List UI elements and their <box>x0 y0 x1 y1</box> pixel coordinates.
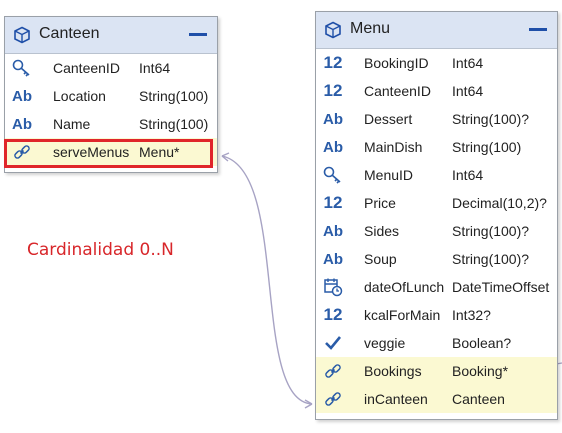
property-type: Int64 <box>139 60 171 76</box>
property-type: Int32? <box>452 307 491 323</box>
property-row[interactable]: Ab Soup String(100)? <box>316 245 557 273</box>
property-type: String(100)? <box>452 111 530 127</box>
text-ab-icon: Ab <box>323 110 343 128</box>
property-type: Int64 <box>452 55 484 71</box>
navigation-row[interactable]: inCanteen Canteen <box>316 385 557 413</box>
property-row[interactable]: Ab Dessert String(100)? <box>316 105 557 133</box>
canteen-header[interactable]: Canteen <box>5 17 217 54</box>
property-name: Price <box>364 195 396 211</box>
property-row[interactable]: Ab Name String(100) <box>5 110 217 138</box>
property-row[interactable]: Ab MainDish String(100) <box>316 133 557 161</box>
property-row[interactable]: 12 Price Decimal(10,2)? <box>316 189 557 217</box>
entity-cube-icon <box>325 21 341 39</box>
property-type: Decimal(10,2)? <box>452 195 547 211</box>
text-ab-icon: Ab <box>323 138 343 156</box>
property-name: Sides <box>364 223 400 239</box>
property-type: String(100) <box>139 88 209 104</box>
collapse-icon[interactable] <box>189 33 207 36</box>
property-type: String(100) <box>139 116 209 132</box>
number-12-icon: 12 <box>323 53 343 72</box>
property-row[interactable]: dateOfLunch DateTimeOffset <box>316 273 557 301</box>
collapse-icon[interactable] <box>529 28 547 31</box>
property-type: Boolean? <box>452 335 512 351</box>
property-name: MenuID <box>364 167 414 183</box>
entity-title: Canteen <box>39 25 100 42</box>
property-row[interactable]: veggie Boolean? <box>316 329 557 357</box>
link-icon <box>322 390 344 408</box>
property-type: Int64 <box>452 83 484 99</box>
property-name: Soup <box>364 251 397 267</box>
key-icon <box>322 166 344 184</box>
property-type: DateTimeOffset <box>452 279 550 295</box>
link-icon <box>11 143 33 161</box>
navigation-row[interactable]: Bookings Booking* <box>316 357 557 385</box>
property-row[interactable]: MenuID Int64 <box>316 161 557 189</box>
navigation-row[interactable]: serveMenus Menu* <box>5 138 217 166</box>
text-ab-icon: Ab <box>323 250 343 268</box>
entity-cube-icon <box>14 26 30 44</box>
property-name: Name <box>53 116 91 132</box>
property-name: Location <box>53 88 106 104</box>
property-type: String(100)? <box>452 251 530 267</box>
text-ab-icon: Ab <box>12 115 32 133</box>
property-type: Int64 <box>452 167 484 183</box>
property-name: CanteenID <box>53 60 120 76</box>
property-row[interactable]: 12 CanteenID Int64 <box>316 77 557 105</box>
property-type: Menu* <box>139 144 180 160</box>
cardinality-annotation: Cardinalidad 0..N <box>27 240 174 260</box>
number-12-icon: 12 <box>323 81 343 100</box>
link-icon <box>322 362 344 380</box>
canteen-entity[interactable]: Canteen CanteenID Int64 Ab Location Stri… <box>4 16 218 173</box>
entity-title: Menu <box>350 20 391 37</box>
property-type: String(100) <box>452 139 522 155</box>
property-row[interactable]: Ab Location String(100) <box>5 82 217 110</box>
property-row[interactable]: 12 BookingID Int64 <box>316 49 557 77</box>
property-name: MainDish <box>364 139 423 155</box>
checkmark-icon <box>322 334 344 352</box>
key-icon <box>11 59 33 77</box>
menu-entity[interactable]: Menu 12 BookingID Int64 12 CanteenID Int… <box>315 11 558 420</box>
property-name: serveMenus <box>53 144 130 160</box>
text-ab-icon: Ab <box>12 87 32 105</box>
property-name: CanteenID <box>364 83 431 99</box>
property-row[interactable]: 12 kcalForMain Int32? <box>316 301 557 329</box>
property-row[interactable]: CanteenID Int64 <box>5 54 217 82</box>
property-name: kcalForMain <box>364 307 441 323</box>
property-name: BookingID <box>364 55 429 71</box>
property-type: Booking* <box>452 363 509 379</box>
property-name: dateOfLunch <box>364 279 445 295</box>
property-name: Dessert <box>364 111 413 127</box>
property-name: inCanteen <box>364 391 428 407</box>
property-type: Canteen <box>452 391 505 407</box>
property-type: String(100)? <box>452 223 530 239</box>
number-12-icon: 12 <box>323 193 343 212</box>
property-name: veggie <box>364 335 406 351</box>
property-name: Bookings <box>364 363 422 379</box>
calendar-clock-icon <box>322 278 344 297</box>
property-row[interactable]: Ab Sides String(100)? <box>316 217 557 245</box>
text-ab-icon: Ab <box>323 222 343 240</box>
menu-header[interactable]: Menu <box>316 12 557 49</box>
number-12-icon: 12 <box>323 305 343 324</box>
